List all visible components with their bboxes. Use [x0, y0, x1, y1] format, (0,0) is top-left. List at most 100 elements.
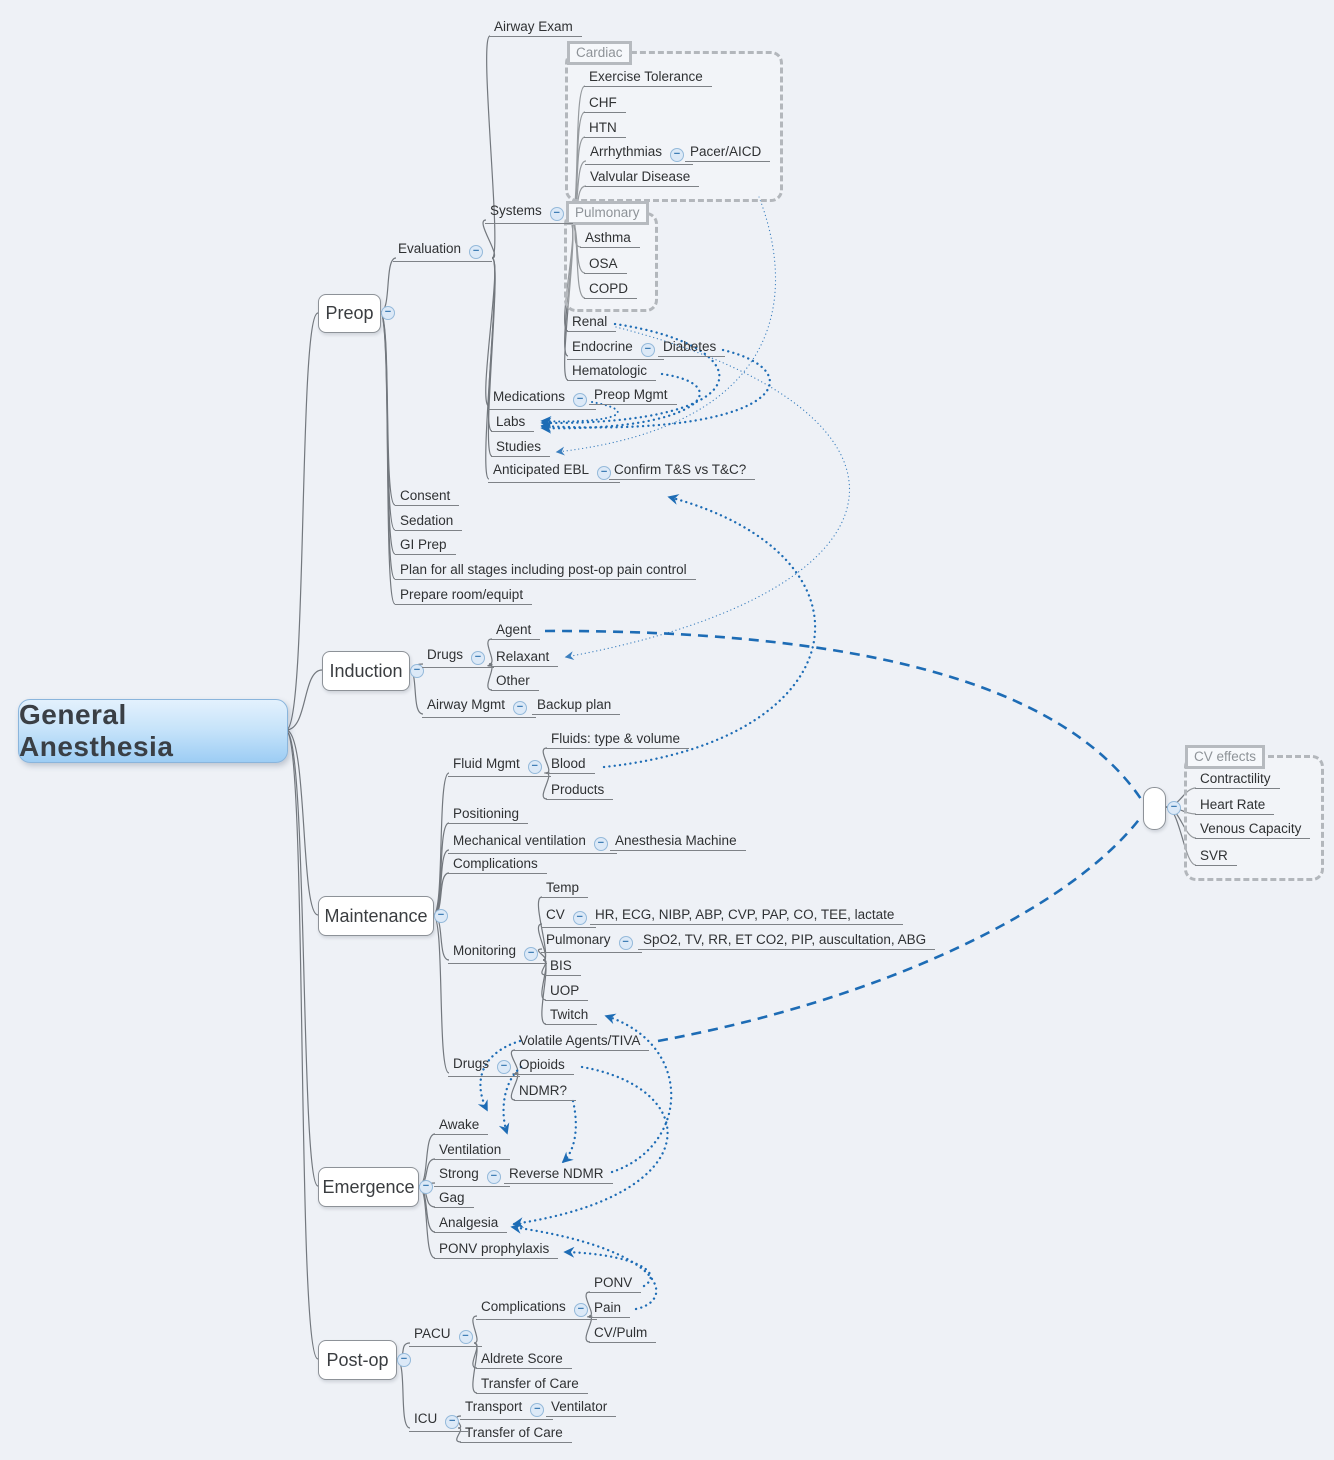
- branch-preop[interactable]: Preop: [318, 294, 381, 333]
- collapse-icon[interactable]: −: [572, 911, 587, 925]
- collapse-icon[interactable]: −: [618, 936, 633, 950]
- collapse-icon[interactable]: −: [670, 148, 685, 162]
- topic-awake[interactable]: Awake: [434, 1116, 489, 1135]
- topic-maintenance-complications[interactable]: Complications: [448, 855, 547, 874]
- topic-pacu-transfer[interactable]: Transfer of Care: [476, 1375, 588, 1394]
- topic-diabetes[interactable]: Diabetes: [658, 338, 726, 357]
- topic-endocrine[interactable]: Endocrine−: [567, 338, 664, 360]
- topic-pacu[interactable]: PACU−: [409, 1325, 482, 1347]
- collapse-icon[interactable]: −: [397, 1353, 411, 1367]
- topic-pacer-aicd[interactable]: Pacer/AICD: [685, 143, 771, 162]
- branch-maintenance[interactable]: Maintenance: [318, 896, 434, 936]
- branch-emergence[interactable]: Emergence: [318, 1167, 419, 1207]
- topic-preop-mgmt[interactable]: Preop Mgmt: [589, 386, 677, 405]
- topic-anticipated-ebl[interactable]: Anticipated EBL−: [488, 461, 621, 483]
- topic-monitoring-pulmonary[interactable]: Pulmonary−: [541, 931, 642, 953]
- topic-relaxant[interactable]: Relaxant: [491, 648, 559, 667]
- topic-plan-all-stages[interactable]: Plan for all stages including post-op pa…: [395, 561, 696, 580]
- topic-copd[interactable]: COPD: [584, 280, 638, 299]
- group-label-cardiac[interactable]: Cardiac: [567, 41, 632, 65]
- collapse-icon[interactable]: −: [469, 245, 484, 259]
- topic-airway-mgmt[interactable]: Airway Mgmt−: [422, 696, 537, 718]
- topic-cv-pulm[interactable]: CV/Pulm: [589, 1324, 657, 1343]
- topic-sedation[interactable]: Sedation: [395, 512, 463, 531]
- topic-ventilator[interactable]: Ventilator: [546, 1398, 617, 1417]
- topic-cv[interactable]: CV−: [541, 906, 596, 928]
- topic-heart-rate[interactable]: Heart Rate: [1195, 796, 1275, 815]
- collapse-icon[interactable]: −: [573, 393, 588, 407]
- topic-twitch[interactable]: Twitch: [545, 1006, 598, 1025]
- topic-uop[interactable]: UOP: [545, 982, 589, 1001]
- collapse-icon[interactable]: −: [593, 837, 608, 851]
- topic-renal[interactable]: Renal: [567, 313, 617, 332]
- topic-backup-plan[interactable]: Backup plan: [532, 696, 621, 715]
- group-label-cv-effects[interactable]: CV effects: [1185, 745, 1266, 769]
- topic-chf[interactable]: CHF: [584, 94, 626, 113]
- topic-evaluation[interactable]: Evaluation−: [393, 240, 493, 262]
- branch-induction[interactable]: Induction: [322, 651, 410, 691]
- topic-svr[interactable]: SVR: [1195, 847, 1237, 866]
- topic-anesthesia-machine[interactable]: Anesthesia Machine: [610, 832, 746, 851]
- topic-analgesia[interactable]: Analgesia: [434, 1214, 508, 1233]
- topic-ponv-prophylaxis[interactable]: PONV prophylaxis: [434, 1240, 559, 1259]
- cv-effects-anchor-topic[interactable]: [1143, 787, 1166, 830]
- collapse-icon[interactable]: −: [549, 207, 564, 221]
- topic-labs[interactable]: Labs: [491, 413, 535, 432]
- collapse-icon[interactable]: −: [497, 1060, 512, 1074]
- collapse-icon[interactable]: −: [434, 909, 448, 923]
- topic-ventilation[interactable]: Ventilation: [434, 1141, 511, 1160]
- collapse-icon[interactable]: −: [527, 760, 542, 774]
- topic-transport[interactable]: Transport−: [460, 1398, 554, 1420]
- topic-fluids[interactable]: Fluids: type & volume: [546, 730, 690, 749]
- collapse-icon[interactable]: −: [458, 1330, 473, 1344]
- topic-studies[interactable]: Studies: [491, 438, 551, 457]
- collapse-icon[interactable]: −: [530, 1403, 545, 1417]
- collapse-icon[interactable]: −: [524, 947, 539, 961]
- topic-gi-prep[interactable]: GI Prep: [395, 536, 456, 555]
- topic-medications[interactable]: Medications−: [488, 388, 597, 410]
- collapse-icon[interactable]: −: [486, 1170, 501, 1184]
- topic-exercise-tolerance[interactable]: Exercise Tolerance: [584, 68, 712, 87]
- root-topic[interactable]: General Anesthesia: [18, 699, 288, 763]
- topic-asthma[interactable]: Asthma: [580, 229, 640, 248]
- topic-bis[interactable]: BIS: [545, 957, 581, 976]
- topic-agent[interactable]: Agent: [491, 621, 541, 640]
- collapse-icon[interactable]: −: [640, 343, 655, 357]
- topic-mechanical-ventilation[interactable]: Mechanical ventilation−: [448, 832, 617, 854]
- topic-strong[interactable]: Strong−: [434, 1165, 510, 1187]
- group-label-pulmonary[interactable]: Pulmonary: [566, 201, 649, 225]
- collapse-icon[interactable]: −: [573, 1303, 588, 1317]
- topic-hematologic[interactable]: Hematologic: [567, 362, 657, 381]
- topic-htn[interactable]: HTN: [584, 119, 626, 138]
- topic-aldrete-score[interactable]: Aldrete Score: [476, 1350, 572, 1369]
- topic-reverse-ndmr[interactable]: Reverse NDMR: [504, 1165, 613, 1184]
- topic-positioning[interactable]: Positioning: [448, 805, 529, 824]
- topic-airway-exam[interactable]: Airway Exam: [489, 18, 582, 37]
- collapse-icon[interactable]: −: [410, 664, 424, 678]
- topic-monitoring[interactable]: Monitoring−: [448, 942, 548, 964]
- topic-cv-params[interactable]: HR, ECG, NIBP, ABP, CVP, PAP, CO, TEE, l…: [590, 906, 904, 925]
- topic-confirm-ts[interactable]: Confirm T&S vs T&C?: [609, 461, 756, 480]
- topic-icu[interactable]: ICU−: [409, 1410, 469, 1432]
- topic-products[interactable]: Products: [546, 781, 614, 800]
- topic-pain[interactable]: Pain: [589, 1299, 631, 1318]
- topic-gag[interactable]: Gag: [434, 1189, 474, 1208]
- topic-ndmr[interactable]: NDMR?: [514, 1082, 577, 1101]
- branch-postop[interactable]: Post-op: [318, 1340, 397, 1380]
- topic-maintenance-drugs[interactable]: Drugs−: [448, 1055, 521, 1077]
- topic-venous-capacity[interactable]: Venous Capacity: [1195, 820, 1311, 839]
- topic-consent[interactable]: Consent: [395, 487, 460, 506]
- collapse-icon[interactable]: −: [1167, 801, 1181, 815]
- topic-valvular-disease[interactable]: Valvular Disease: [585, 168, 700, 187]
- collapse-icon[interactable]: −: [471, 651, 486, 665]
- topic-systems[interactable]: Systems−: [485, 202, 573, 224]
- collapse-icon[interactable]: −: [597, 466, 612, 480]
- topic-arrhythmias[interactable]: Arrhythmias−: [585, 143, 694, 165]
- collapse-icon[interactable]: −: [419, 1180, 433, 1194]
- topic-icu-transfer[interactable]: Transfer of Care: [460, 1424, 572, 1443]
- topic-pacu-complications[interactable]: Complications−: [476, 1298, 597, 1320]
- collapse-icon[interactable]: −: [445, 1415, 460, 1429]
- topic-ponv[interactable]: PONV: [589, 1274, 642, 1293]
- topic-induction-drugs[interactable]: Drugs−: [422, 646, 495, 668]
- topic-prepare-room[interactable]: Prepare room/equipt: [395, 586, 533, 605]
